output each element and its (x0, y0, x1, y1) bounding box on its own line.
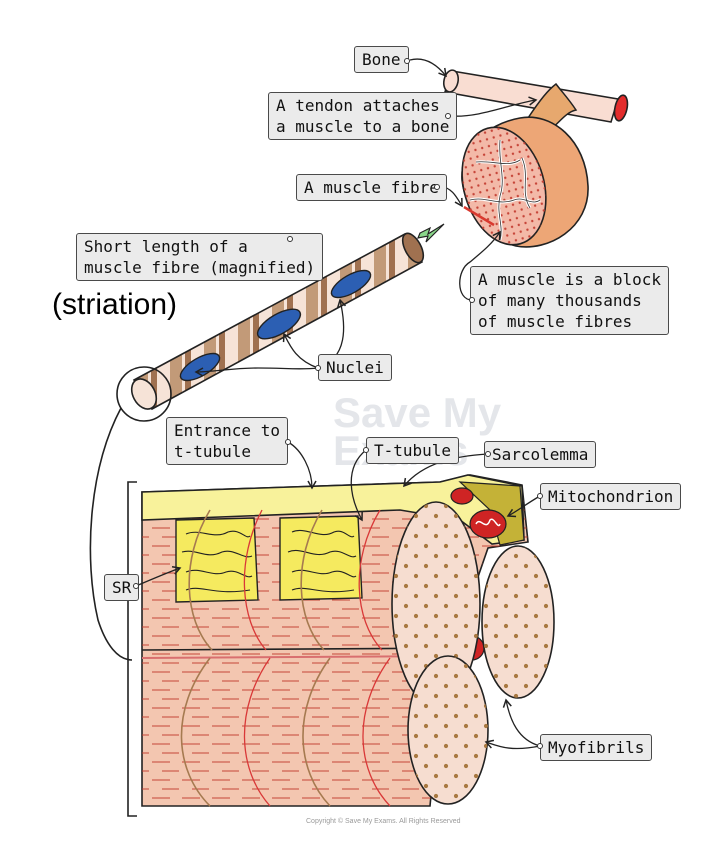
nuclei-label-text: Nuclei (326, 358, 384, 377)
single-fibre-line (463, 205, 495, 227)
magnifier-connector (89, 407, 133, 661)
striation-caption: (striation) (52, 288, 178, 321)
section-bracket (127, 481, 137, 817)
t-tubule-label-text: T-tubule (374, 441, 452, 460)
sr-label-pin (133, 583, 139, 589)
sarcolemma-label-text: Sarcolemma (492, 445, 589, 464)
muscle-block-label-pin (469, 297, 475, 303)
muscle-block-label-line1: A muscle is a block (478, 270, 662, 289)
entrance-label-line1: Entrance to (174, 421, 280, 440)
t-tubule-label-pin (363, 447, 369, 453)
magnified-fibre (130, 232, 425, 411)
tendon-label-line1: A tendon attaches (276, 96, 440, 115)
muscle-block-label-line3: of muscle fibres (478, 312, 633, 331)
bone-label-pin (404, 58, 410, 64)
sr-label-text: SR (112, 578, 132, 597)
entrance-label-pin (285, 439, 291, 445)
magnifier-circle (116, 366, 172, 422)
sarcolemma-label: Sarcolemma (484, 441, 597, 468)
myofibrils-label-pin (537, 743, 543, 749)
green-arrow (417, 223, 445, 243)
short-length-label: Short length of a muscle fibre (magnifie… (76, 233, 324, 281)
mitochondrion-label-pin (537, 493, 543, 499)
entrance-t-tubule-label: Entrance to t-tubule (166, 417, 288, 465)
muscle-fibre-label-text: A muscle fibre (304, 178, 439, 197)
sarcolemma-label-pin (485, 451, 491, 457)
bone-label-text: Bone (362, 50, 401, 69)
muscle-block-label-line2: of many thousands (478, 291, 642, 310)
t-tubule-label: T-tubule (366, 437, 460, 464)
tendon-label: A tendon attaches a muscle to a bone (268, 92, 458, 140)
tendon-illustration (526, 82, 578, 129)
mitochondrion-label-text: Mitochondrion (548, 487, 674, 506)
bone-label: Bone (354, 46, 409, 73)
short-length-label-line1: Short length of a (84, 237, 248, 256)
myofibrils-label-text: Myofibrils (548, 738, 645, 757)
muscle-cross-section (461, 126, 547, 246)
short-length-label-line2: muscle fibre (magnified) (84, 258, 316, 277)
mitochondrion-label: Mitochondrion (540, 483, 682, 510)
tendon-label-line2: a muscle to a bone (276, 117, 450, 136)
short-length-label-pin (287, 236, 293, 242)
entrance-label-line2: t-tubule (174, 442, 252, 461)
tendon-label-pin (445, 113, 451, 119)
copyright-notice: Copyright © Save My Exams. All Rights Re… (306, 818, 461, 825)
muscle-fibre-label: A muscle fibre (296, 174, 447, 201)
watermark-line1: Save My (333, 389, 502, 436)
nuclei-label: Nuclei (318, 354, 392, 381)
myofibril-ends (391, 501, 555, 805)
muscle-fibre-label-pin (434, 184, 440, 190)
myofibrils-label: Myofibrils (540, 734, 653, 761)
nuclei-label-pin (315, 365, 321, 371)
muscle-block-label: A muscle is a block of many thousands of… (470, 266, 670, 335)
